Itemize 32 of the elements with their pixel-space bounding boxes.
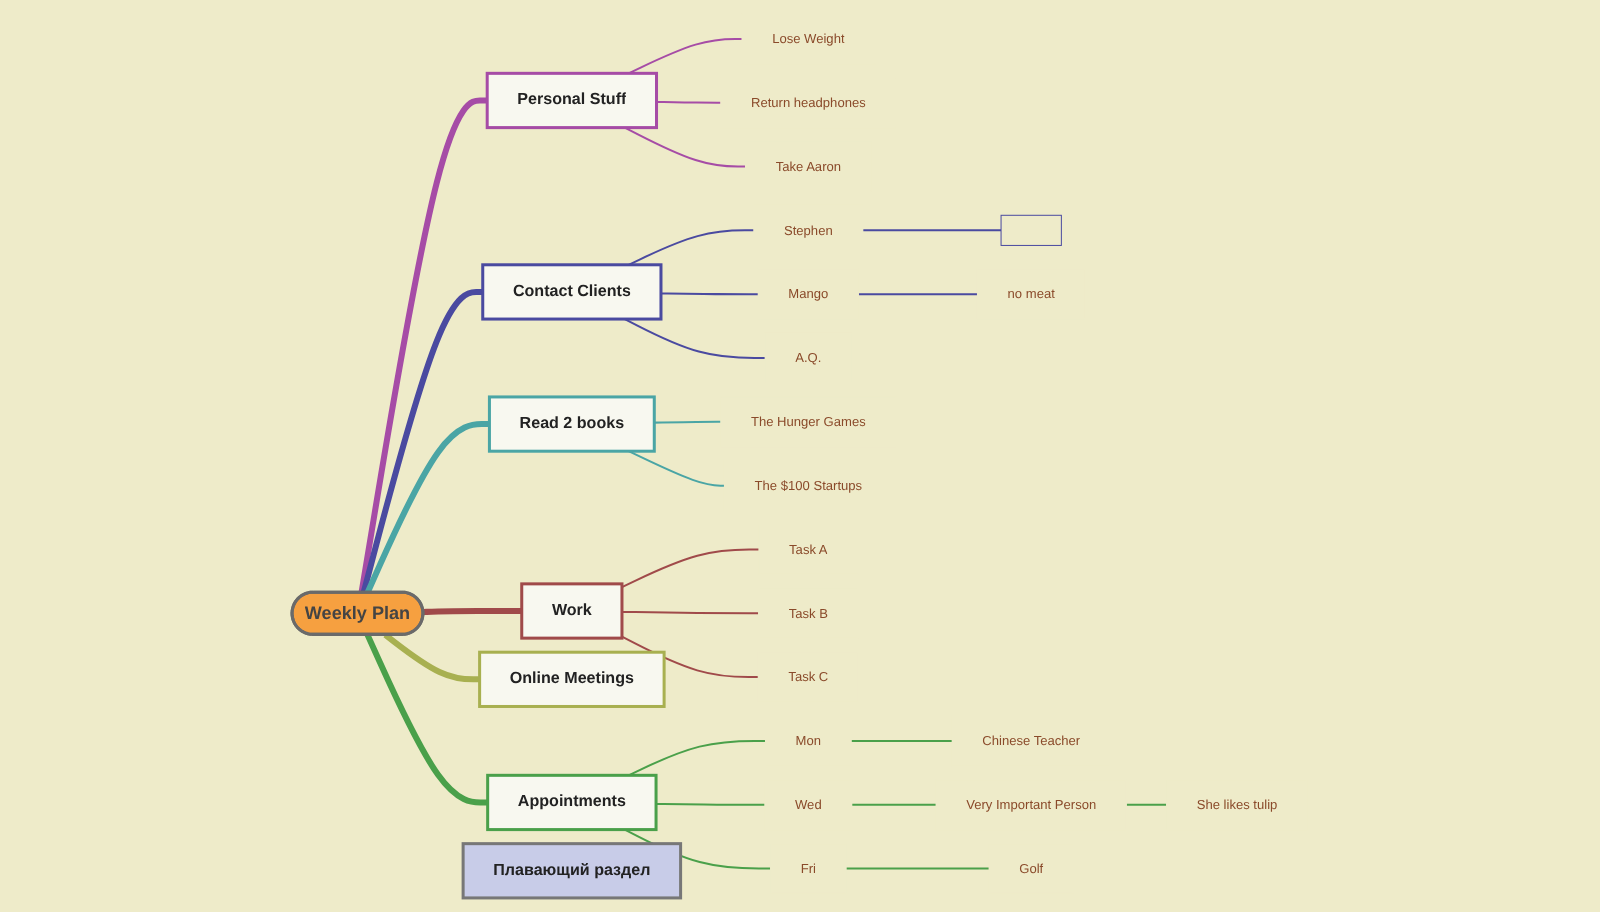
node-box: Contact Clients <box>481 263 663 321</box>
connector <box>621 548 760 588</box>
node-box: Personal Stuff <box>485 71 659 130</box>
connector <box>846 867 990 870</box>
node-box: Плавающий раздел <box>461 842 683 900</box>
connector <box>358 97 488 594</box>
connector <box>383 632 480 683</box>
connector <box>656 100 721 104</box>
connector <box>656 802 766 806</box>
node-box: Read 2 books <box>488 395 656 453</box>
connector <box>365 633 488 806</box>
connector <box>624 318 766 359</box>
connector <box>852 803 937 806</box>
connector <box>863 229 1002 232</box>
connector <box>624 126 746 168</box>
connector <box>628 37 743 75</box>
connector <box>661 292 759 296</box>
node-box <box>1000 214 1063 246</box>
connector <box>621 635 759 679</box>
connector <box>654 420 722 424</box>
connector <box>365 421 490 594</box>
connector <box>423 608 522 616</box>
connector <box>622 610 759 615</box>
connector <box>628 739 766 777</box>
connector <box>628 229 755 266</box>
connector <box>1126 803 1167 806</box>
connector <box>851 739 953 742</box>
node-box: Appointments <box>486 773 658 832</box>
connector <box>858 293 978 296</box>
connector <box>628 450 725 487</box>
node-box: Online Meetings <box>478 650 666 708</box>
node-box: Work <box>520 582 624 640</box>
